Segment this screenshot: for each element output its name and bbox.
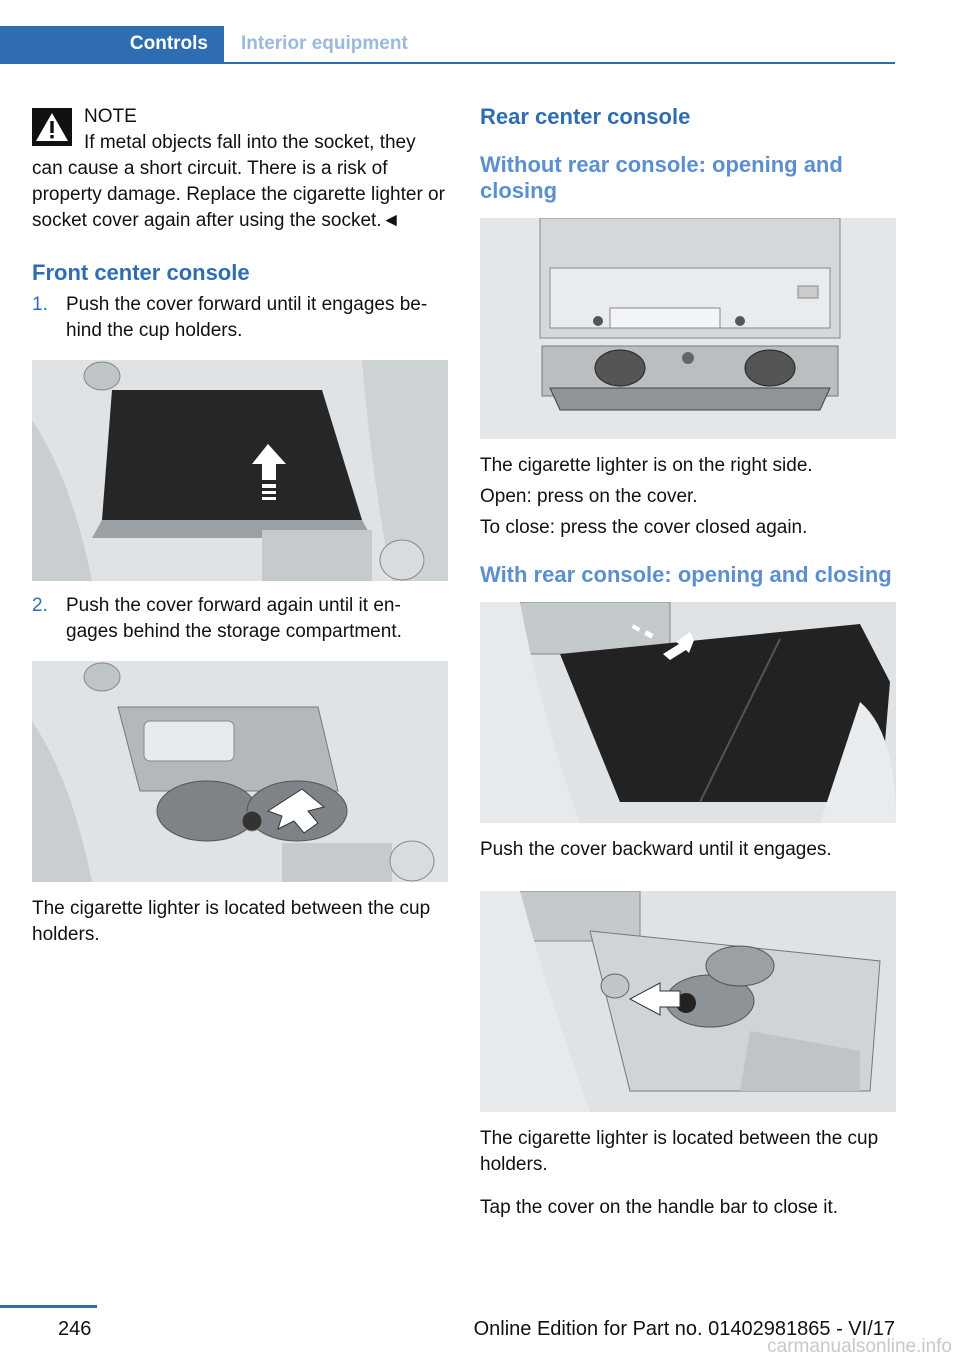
note-block: NOTE If metal objects fall into the sock… — [32, 104, 448, 234]
step-2: 2. Push the cover forward again until it… — [32, 593, 448, 645]
illustration-rear-console-without — [480, 218, 896, 439]
front-caption: The cigarette lighter is located between… — [32, 898, 431, 945]
right-column: Rear center console Without rear console… — [480, 104, 896, 1221]
page-number: 246 — [58, 1318, 92, 1340]
step-1-text: Push the cover forward until it engages … — [66, 294, 428, 341]
tab-controls[interactable]: Controls — [0, 26, 224, 62]
rear-p3: To close: press the cover closed again. — [480, 517, 808, 538]
step-2-text: Push the cover forward again until it en… — [66, 595, 402, 642]
illustration-rear-console-cupholders — [480, 891, 896, 1112]
rear-p1: The cigarette lighter is on the right si… — [480, 455, 813, 476]
rear-p4: Push the cover backward until it engages… — [480, 839, 832, 860]
watermark: carmanualsonline.info — [767, 1336, 952, 1357]
step-1: 1. Push the cover forward until it engag… — [32, 292, 448, 344]
step-2-number: 2. — [32, 595, 48, 616]
rear-p2: Open: press on the cover. — [480, 486, 698, 507]
rear-p5: The cigarette lighter is located between… — [480, 1128, 879, 1175]
heading-front-center-console: Front center console — [32, 260, 250, 285]
rear-p6: Tap the cover on the handle bar to close… — [480, 1197, 839, 1218]
illustration-front-console-cover — [32, 360, 448, 581]
footer-rule — [0, 1305, 97, 1308]
edition-text: Online Edition for Part no. 01402981865 … — [473, 1318, 895, 1340]
left-column: NOTE If metal objects fall into the sock… — [32, 104, 448, 948]
warning-triangle-icon — [32, 108, 72, 146]
subheading-without-rear-console: Without rear console: opening and closin… — [480, 152, 843, 203]
heading-rear-center-console: Rear center console — [480, 104, 691, 129]
header-tabs: Controls Interior equipment — [0, 26, 895, 64]
note-line1: If metal objects fall into the socket, t… — [84, 132, 416, 153]
illustration-rear-console-cover — [480, 602, 896, 823]
note-text: can cause a short circuit. There is a ri… — [32, 158, 445, 231]
illustration-front-console-storage — [32, 661, 448, 882]
note-title: NOTE — [84, 106, 137, 127]
step-1-number: 1. — [32, 294, 48, 315]
subheading-with-rear-console: With rear console: opening and closing — [480, 562, 892, 587]
tab-interior-equipment[interactable]: Interior equipment — [241, 33, 408, 54]
